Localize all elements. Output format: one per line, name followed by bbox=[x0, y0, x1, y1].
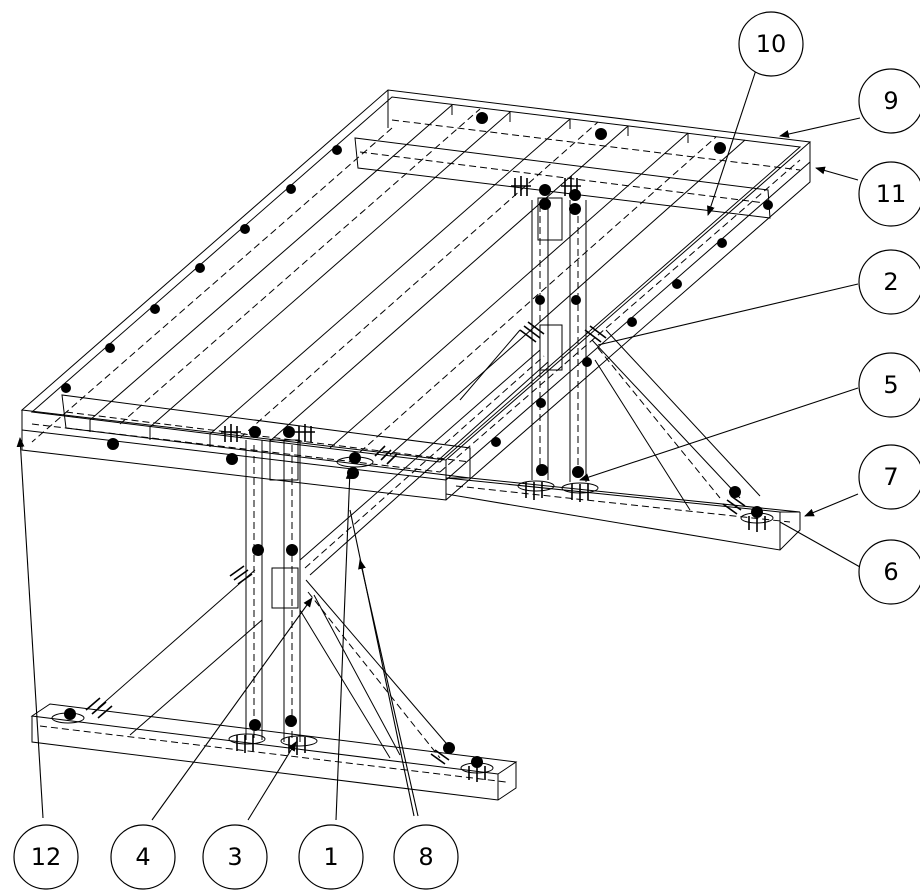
balloon-9: 9 bbox=[858, 68, 920, 134]
front-hardware bbox=[51, 424, 494, 782]
balloon-6-label: 6 bbox=[883, 558, 898, 586]
balloon-10-label: 10 bbox=[756, 30, 787, 58]
balloon-11: 11 bbox=[858, 161, 920, 227]
deck-panel bbox=[20, 89, 812, 501]
balloon-6: 6 bbox=[858, 539, 920, 605]
balloon-5-label: 5 bbox=[883, 371, 898, 399]
balloon-9-label: 9 bbox=[883, 87, 898, 115]
balloon-12-label: 12 bbox=[31, 843, 62, 871]
balloon-11-label: 11 bbox=[876, 180, 907, 208]
leader-lines bbox=[16, 63, 861, 821]
balloon-2: 2 bbox=[858, 249, 920, 315]
balloon-5: 5 bbox=[858, 352, 920, 418]
balloon-7: 7 bbox=[858, 444, 920, 510]
front-support bbox=[30, 349, 549, 801]
balloon-12: 12 bbox=[13, 824, 79, 890]
balloon-4: 4 bbox=[110, 824, 176, 890]
balloon-4-label: 4 bbox=[135, 843, 150, 871]
balloon-8-label: 8 bbox=[418, 843, 433, 871]
balloon-8: 8 bbox=[393, 824, 459, 890]
balloon-7-label: 7 bbox=[883, 463, 898, 491]
deck-bolts bbox=[61, 112, 773, 479]
balloon-1: 1 bbox=[298, 824, 364, 890]
balloon-3: 3 bbox=[202, 824, 268, 890]
balloon-3-label: 3 bbox=[227, 843, 242, 871]
balloon-1-label: 1 bbox=[323, 843, 338, 871]
balloon-10: 10 bbox=[738, 11, 804, 77]
balloon-2-label: 2 bbox=[883, 268, 898, 296]
back-hardware bbox=[511, 176, 774, 532]
back-support bbox=[445, 197, 801, 551]
